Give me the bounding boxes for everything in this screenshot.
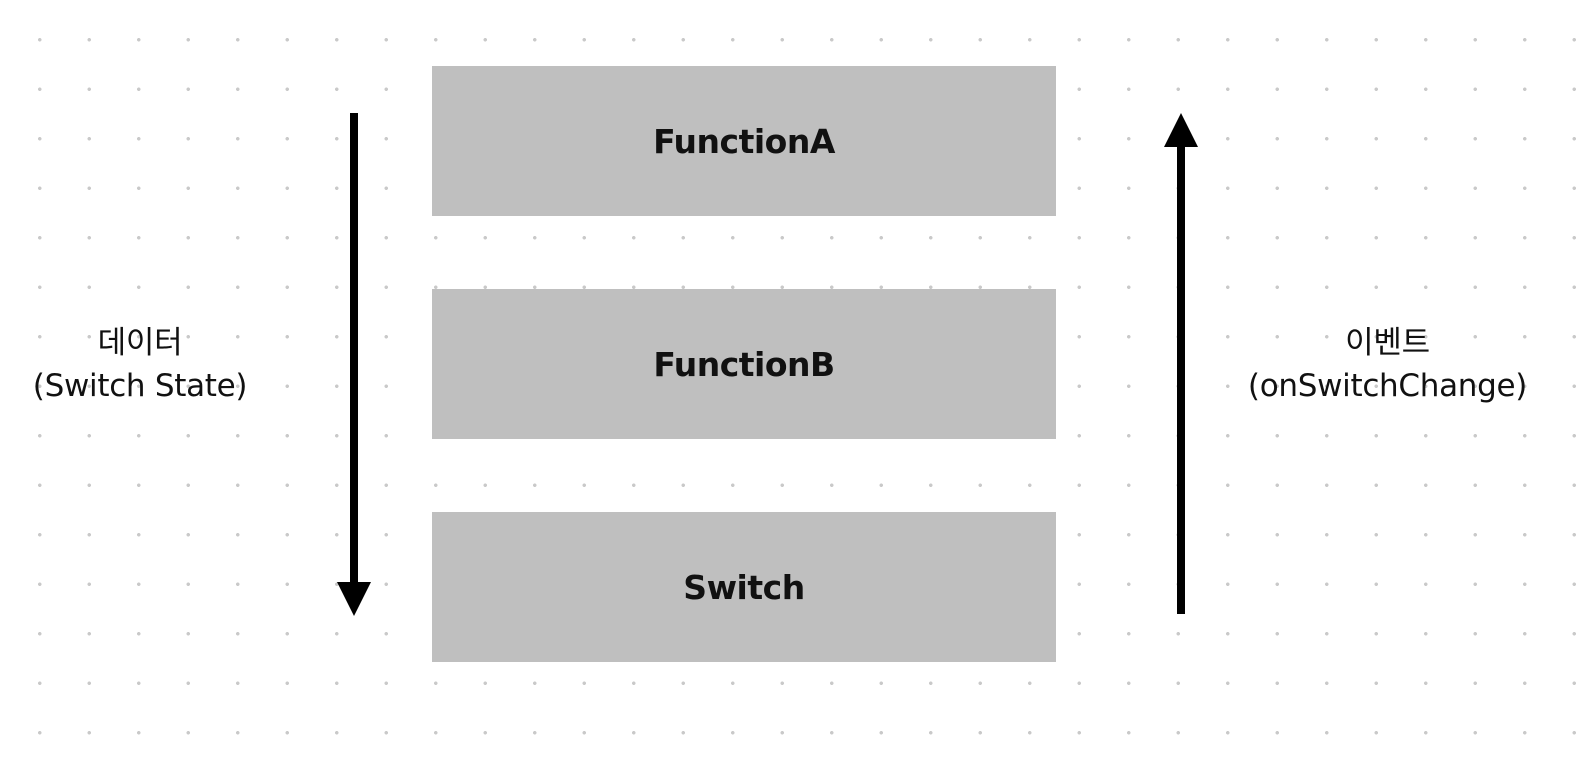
data-flow-label-subtitle: (Switch State): [32, 368, 248, 404]
data-flow-arrow-head: [337, 582, 371, 616]
function-a-label: FunctionA: [653, 121, 835, 161]
event-flow-label-subtitle: (onSwitchChange): [1247, 368, 1528, 404]
switch-box: Switch: [432, 512, 1056, 662]
function-b-box: FunctionB: [432, 289, 1056, 439]
event-flow-label: 이벤트 (onSwitchChange): [1215, 322, 1560, 408]
data-flow-arrow-down: [337, 113, 371, 616]
event-flow-arrow-up: [1164, 113, 1198, 614]
function-a-box: FunctionA: [432, 66, 1056, 216]
function-b-label: FunctionB: [653, 344, 835, 384]
data-flow-label-title: 데이터: [97, 325, 183, 361]
event-flow-label-title: 이벤트: [1345, 325, 1430, 361]
switch-label: Switch: [683, 567, 805, 607]
event-flow-arrow-head: [1164, 113, 1198, 147]
data-flow-label: 데이터 (Switch State): [20, 322, 260, 408]
